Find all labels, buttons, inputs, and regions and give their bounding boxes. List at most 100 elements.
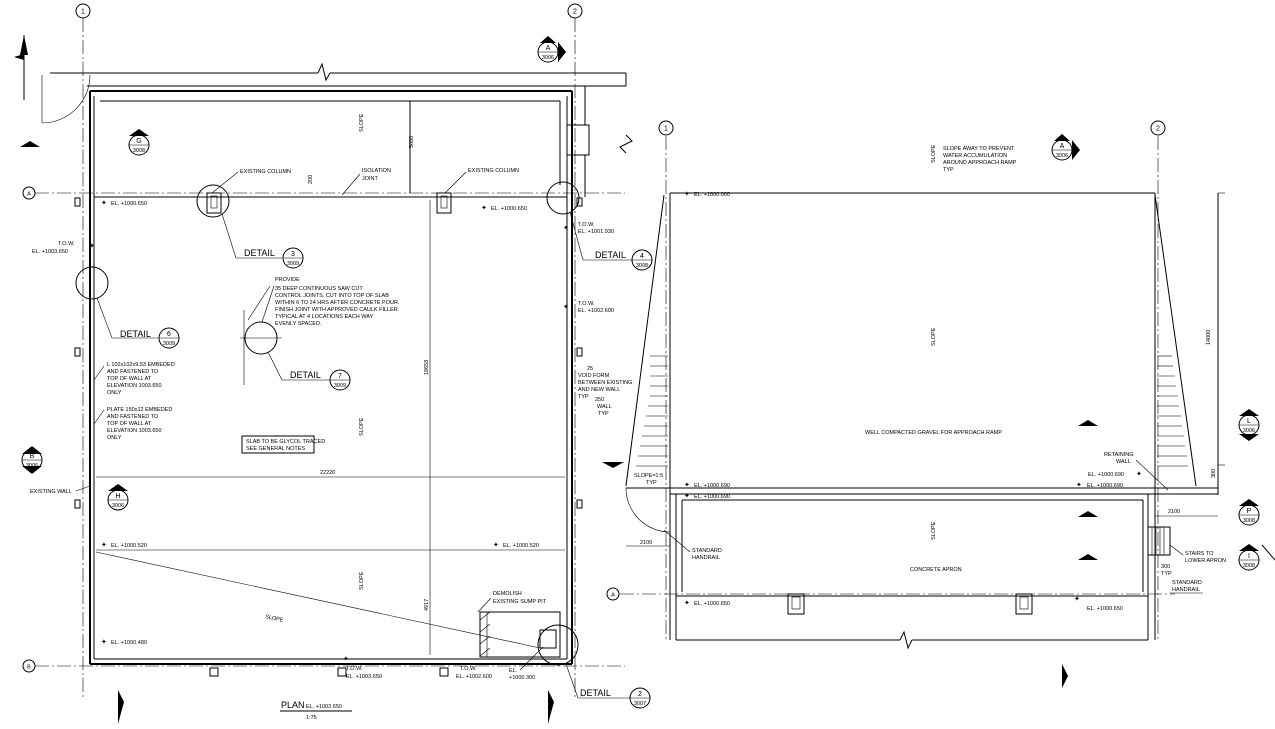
- svg-text:FINISH JOINT WITH APPROVED CAU: FINISH JOINT WITH APPROVED CAULK FILLER.: [275, 307, 400, 313]
- svg-text:G: G: [136, 138, 141, 145]
- svg-text:3006: 3006: [1056, 153, 1068, 159]
- existing-column-label-right: EXISTING COLUMN: [468, 168, 519, 174]
- ramp-slope-note: SLOPE SLOPE AWAY TO PREVENT WATER ACCUMU…: [931, 144, 1017, 173]
- svg-text:2: 2: [1156, 126, 1160, 133]
- svg-text:A: A: [27, 192, 31, 198]
- dim-2100-right: 2100: [1168, 509, 1180, 515]
- svg-text:WATER ACCUMULATION: WATER ACCUMULATION: [943, 153, 1007, 159]
- svg-text:EXISTING SUMP PIT: EXISTING SUMP PIT: [493, 599, 547, 605]
- section-marker-b: B 3006: [21, 446, 43, 474]
- plan-scale: 1:75: [306, 715, 317, 721]
- svg-text:3008: 3008: [1243, 518, 1255, 524]
- svg-text:EL. +1000.650: EL. +1000.650: [111, 201, 147, 207]
- ramp-elevation-5: ✦ EL. +1000.690: [1076, 481, 1123, 489]
- svg-text:ONLY: ONLY: [107, 390, 122, 396]
- svg-text:VOID FORM: VOID FORM: [578, 373, 610, 379]
- ramp-grid-bubble-a: A: [606, 587, 620, 601]
- ramp-section-arrow-3: [1078, 554, 1098, 560]
- svg-text:H: H: [115, 493, 120, 500]
- dim-300: 300: [1211, 469, 1217, 478]
- svg-text:STAIRS TO: STAIRS TO: [1185, 551, 1214, 557]
- svg-text:✦: ✦: [684, 492, 690, 500]
- typ-300-note: 300 TYP: [1161, 564, 1172, 577]
- elevation-marker-2: ✦ EL. +1000.650: [481, 204, 527, 212]
- svg-text:T.O.W.: T.O.W.: [346, 666, 363, 672]
- svg-text:DETAIL: DETAIL: [290, 370, 321, 380]
- tow-right-2: ✦ T.O.W. EL. +1002.600: [563, 301, 614, 314]
- svg-text:4: 4: [640, 253, 644, 260]
- svg-text:2: 2: [573, 9, 577, 16]
- svg-text:3008: 3008: [636, 263, 648, 269]
- grid-bubble-2: 2: [567, 3, 583, 19]
- north-arrow-icon: [14, 35, 28, 100]
- svg-text:✦: ✦: [684, 599, 690, 607]
- grid-bubble-a: A: [22, 186, 36, 200]
- svg-text:TYP: TYP: [646, 480, 657, 486]
- svg-text:AND NEW WALL: AND NEW WALL: [578, 387, 620, 393]
- svg-text:✦: ✦: [481, 204, 487, 212]
- svg-text:ELEVATION 1003.650: ELEVATION 1003.650: [107, 383, 162, 389]
- svg-text:DEMOLISH: DEMOLISH: [493, 591, 522, 597]
- tow-left-line2: EL. +1003.650: [32, 249, 68, 255]
- detail-callout-3: DETAIL 3 3009: [196, 184, 304, 269]
- svg-text:EL. +1000.650: EL. +1000.650: [1087, 606, 1123, 612]
- svg-text:A: A: [611, 593, 615, 599]
- svg-text:250: 250: [595, 397, 604, 403]
- svg-text:35 DEEP CONTINUOUS SAW CUT: 35 DEEP CONTINUOUS SAW CUT: [275, 286, 363, 292]
- retaining-wall-note: RETAINING WALL: [1104, 452, 1169, 491]
- svg-text:3009: 3009: [334, 383, 346, 389]
- svg-text:6: 6: [167, 331, 171, 338]
- svg-text:TYPICAL AT 4 LOCATIONS EACH WA: TYPICAL AT 4 LOCATIONS EACH WAY: [275, 314, 374, 320]
- svg-text:1: 1: [81, 9, 85, 16]
- detail-callout-4: DETAIL 4 3008: [546, 181, 653, 271]
- slope-mid: SLOPE: [359, 417, 365, 436]
- ramp-elevation-2: ✦ EL. +1000.690: [684, 481, 730, 489]
- svg-text:CONTROL JOINTS. CUT INTO TOP O: CONTROL JOINTS. CUT INTO TOP OF SLAB: [275, 293, 389, 299]
- plan-title-block: PLAN EL. +1003.650 1:75: [280, 700, 352, 721]
- elevation-marker-5: ✦ EL. +1000.480: [101, 638, 147, 646]
- svg-text:A: A: [546, 45, 551, 52]
- existing-column-right: [436, 192, 452, 214]
- dim-2100-left: 2100: [640, 540, 652, 546]
- svg-text:B: B: [27, 665, 31, 671]
- svg-text:+1000.300: +1000.300: [509, 675, 535, 681]
- svg-text:25: 25: [587, 366, 593, 372]
- sump-note: DEMOLISH EXISTING SUMP PIT: [477, 591, 547, 613]
- svg-text:TOP OF WALL AT: TOP OF WALL AT: [107, 421, 152, 427]
- svg-text:PLATE 150x12 EMBEDED: PLATE 150x12 EMBEDED: [107, 407, 172, 413]
- svg-text:3008: 3008: [1243, 563, 1255, 569]
- section-arrow-right-mid: [602, 462, 624, 468]
- svg-text:HANDRAIL: HANDRAIL: [692, 555, 720, 561]
- svg-text:✦: ✦: [493, 541, 499, 549]
- svg-text:HANDRAIL: HANDRAIL: [1172, 587, 1200, 593]
- svg-text:3006: 3006: [26, 463, 38, 469]
- ramp-section-marker-l: L 3006: [1238, 409, 1260, 441]
- svg-text:2: 2: [638, 691, 642, 698]
- grid-lines: [35, 18, 1175, 700]
- svg-text:EL. +1000.000: EL. +1000.000: [694, 192, 730, 198]
- svg-text:EL. +1000.690: EL. +1000.690: [1087, 483, 1123, 489]
- detail-callout-7: DETAIL 7 3009: [240, 310, 351, 391]
- tow-left-marker-icon: ✦: [89, 242, 95, 250]
- dim-200: 200: [308, 175, 314, 184]
- svg-text:L 102x102x9.53 EMBEDED: L 102x102x9.53 EMBEDED: [107, 362, 175, 368]
- slope-ratio-note: SLOPE=1:5 TYP: [634, 473, 663, 486]
- ramp-grid-bubble-1: 1: [658, 120, 674, 136]
- svg-text:T.O.W.: T.O.W.: [460, 666, 477, 672]
- dim-4917: 4917: [424, 599, 430, 611]
- svg-text:SLOPE AWAY TO PREVENT: SLOPE AWAY TO PREVENT: [943, 146, 1015, 152]
- ramp-grid-bubble-2: 2: [1150, 120, 1166, 136]
- svg-text:AND FASTENED TO: AND FASTENED TO: [107, 414, 159, 420]
- section-arrow-left-top: [20, 141, 40, 147]
- ramp-elevation-3: ✦ EL. +1000.690: [684, 492, 730, 500]
- ramp-section-arrow-bottom: [1062, 664, 1068, 688]
- standard-handrail-left-note: STANDARD HANDRAIL: [663, 529, 722, 561]
- svg-text:EL. +1000.650: EL. +1000.650: [491, 206, 527, 212]
- svg-text:PROVIDE: PROVIDE: [275, 277, 300, 283]
- ramp-elevation-6: ✦ EL. +1000.650: [684, 599, 730, 607]
- ramp-section-marker-p: P 3008: [1238, 499, 1260, 526]
- ramp-section-arrow-2: [1078, 511, 1098, 517]
- svg-text:300: 300: [1161, 564, 1170, 570]
- ramp-slope-mid: SLOPE: [931, 327, 937, 346]
- tow-bottom-3: EL. +1000.300: [509, 646, 544, 681]
